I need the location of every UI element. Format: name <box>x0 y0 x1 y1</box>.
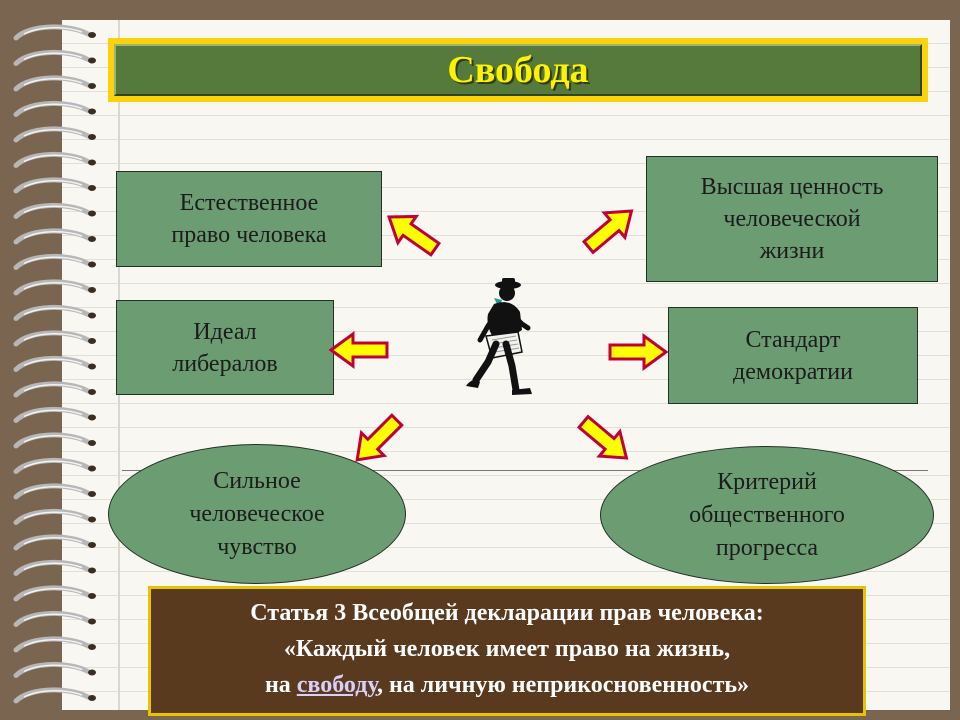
binding-hole <box>88 414 96 421</box>
binding-hole <box>88 312 96 319</box>
spiral-coil-shine <box>23 409 83 418</box>
binding-hole <box>88 491 96 497</box>
spiral-coil-shine <box>23 358 83 367</box>
spiral-coil-shine <box>23 129 83 137</box>
spiral-coil-shine <box>23 562 83 571</box>
walking-man-icon <box>466 278 532 395</box>
binding-hole <box>88 32 96 38</box>
block-arrow-icon <box>608 333 669 371</box>
binding-hole <box>88 134 96 140</box>
binding-hole <box>88 695 96 701</box>
spiral-coil-shine <box>23 282 83 290</box>
ellipse-progress-criterion: Критерий общественного прогресса <box>600 446 934 584</box>
spiral-coil-shine <box>23 588 83 596</box>
spiral-coil-shine <box>23 205 83 214</box>
spiral-coil-shine <box>23 231 83 239</box>
binding-hole <box>88 567 96 574</box>
title-panel: Свобода <box>114 44 922 96</box>
spiral-coil-shine <box>23 307 83 316</box>
box-liberal-ideal-label: Идеал либералов <box>172 318 278 377</box>
binding-hole <box>88 83 96 89</box>
binding-hole <box>88 287 96 293</box>
binding-hole <box>88 542 96 548</box>
binding-hole <box>88 338 96 344</box>
box-natural-right: Естественное право человека <box>116 171 382 267</box>
block-arrow-icon <box>355 413 404 462</box>
binding-hole <box>88 261 96 268</box>
spiral-coil-shine <box>23 639 83 647</box>
quote-panel: Статья 3 Всеобщей декларации прав челове… <box>148 586 866 716</box>
binding-hole <box>88 210 96 217</box>
binding-hole <box>88 618 96 625</box>
ellipse-strong-feeling-label: Сильное человеческое чувство <box>189 467 325 560</box>
spiral-coil-shine <box>23 78 83 86</box>
binding-hole <box>88 108 96 115</box>
spiral-coil-shine <box>23 664 83 673</box>
spiral-coil-shine <box>23 154 83 163</box>
spiral-binding-icon <box>13 24 96 704</box>
quote-line-1: Статья 3 Всеобщей декларации прав челове… <box>250 600 764 626</box>
spiral-coil-shine <box>23 27 83 35</box>
spiral-coil-shine <box>23 384 83 392</box>
quote-line-3: на свободу, на личную неприкосновенность… <box>159 667 855 703</box>
box-democracy-standard-label: Стандарт демократии <box>733 326 853 385</box>
binding-hole <box>88 516 96 523</box>
spiral-coil-shine <box>23 180 83 188</box>
spiral-coil-shine <box>23 613 83 622</box>
box-democracy-standard: Стандарт демократии <box>668 307 918 404</box>
binding-hole <box>88 644 96 650</box>
box-natural-right-label: Естественное право человека <box>171 190 327 248</box>
block-arrow-icon <box>576 414 629 460</box>
block-arrow-icon <box>328 331 389 369</box>
box-highest-value: Высшая ценность человеческой жизни <box>646 156 938 282</box>
quote-line-3-post: , на личную неприкосновенность» <box>376 672 750 698</box>
quote-line-3-pre: на <box>264 672 297 698</box>
title-bar: Свобода <box>108 38 928 102</box>
block-arrow-icon <box>581 209 634 255</box>
spiral-coil-shine <box>23 537 83 545</box>
spiral-coil-shine <box>23 333 83 341</box>
binding-hole <box>88 185 96 191</box>
binding-hole <box>88 669 96 676</box>
box-highest-value-label: Высшая ценность человеческой жизни <box>700 174 884 264</box>
quote-highlight-freedom: свободу <box>296 672 377 698</box>
quote-line-2: «Каждый человек имеет право на жизнь, <box>283 636 731 662</box>
binding-hole <box>88 440 96 446</box>
binding-hole <box>88 363 96 370</box>
spiral-coil-shine <box>23 103 83 112</box>
binding-hole <box>88 57 96 64</box>
binding-hole <box>88 593 96 599</box>
box-liberal-ideal: Идеал либералов <box>116 300 334 395</box>
ellipse-progress-criterion-label: Критерий общественного прогресса <box>689 468 845 561</box>
spiral-coil-shine <box>23 435 83 443</box>
spiral-coil-shine <box>23 460 83 469</box>
spiral-coil-shine <box>23 511 83 520</box>
spiral-coil-shine <box>23 690 83 698</box>
ellipse-strong-feeling: Сильное человеческое чувство <box>108 444 406 584</box>
binding-hole <box>88 389 96 395</box>
binding-hole <box>88 159 96 166</box>
binding-hole <box>88 465 96 472</box>
spiral-coil-shine <box>23 256 83 265</box>
divider-line <box>122 470 928 471</box>
block-arrow-icon <box>386 214 442 257</box>
page-title: Свобода <box>447 49 589 91</box>
spiral-coil-shine <box>23 52 83 61</box>
spiral-coil-shine <box>23 486 83 494</box>
binding-hole <box>88 236 96 242</box>
